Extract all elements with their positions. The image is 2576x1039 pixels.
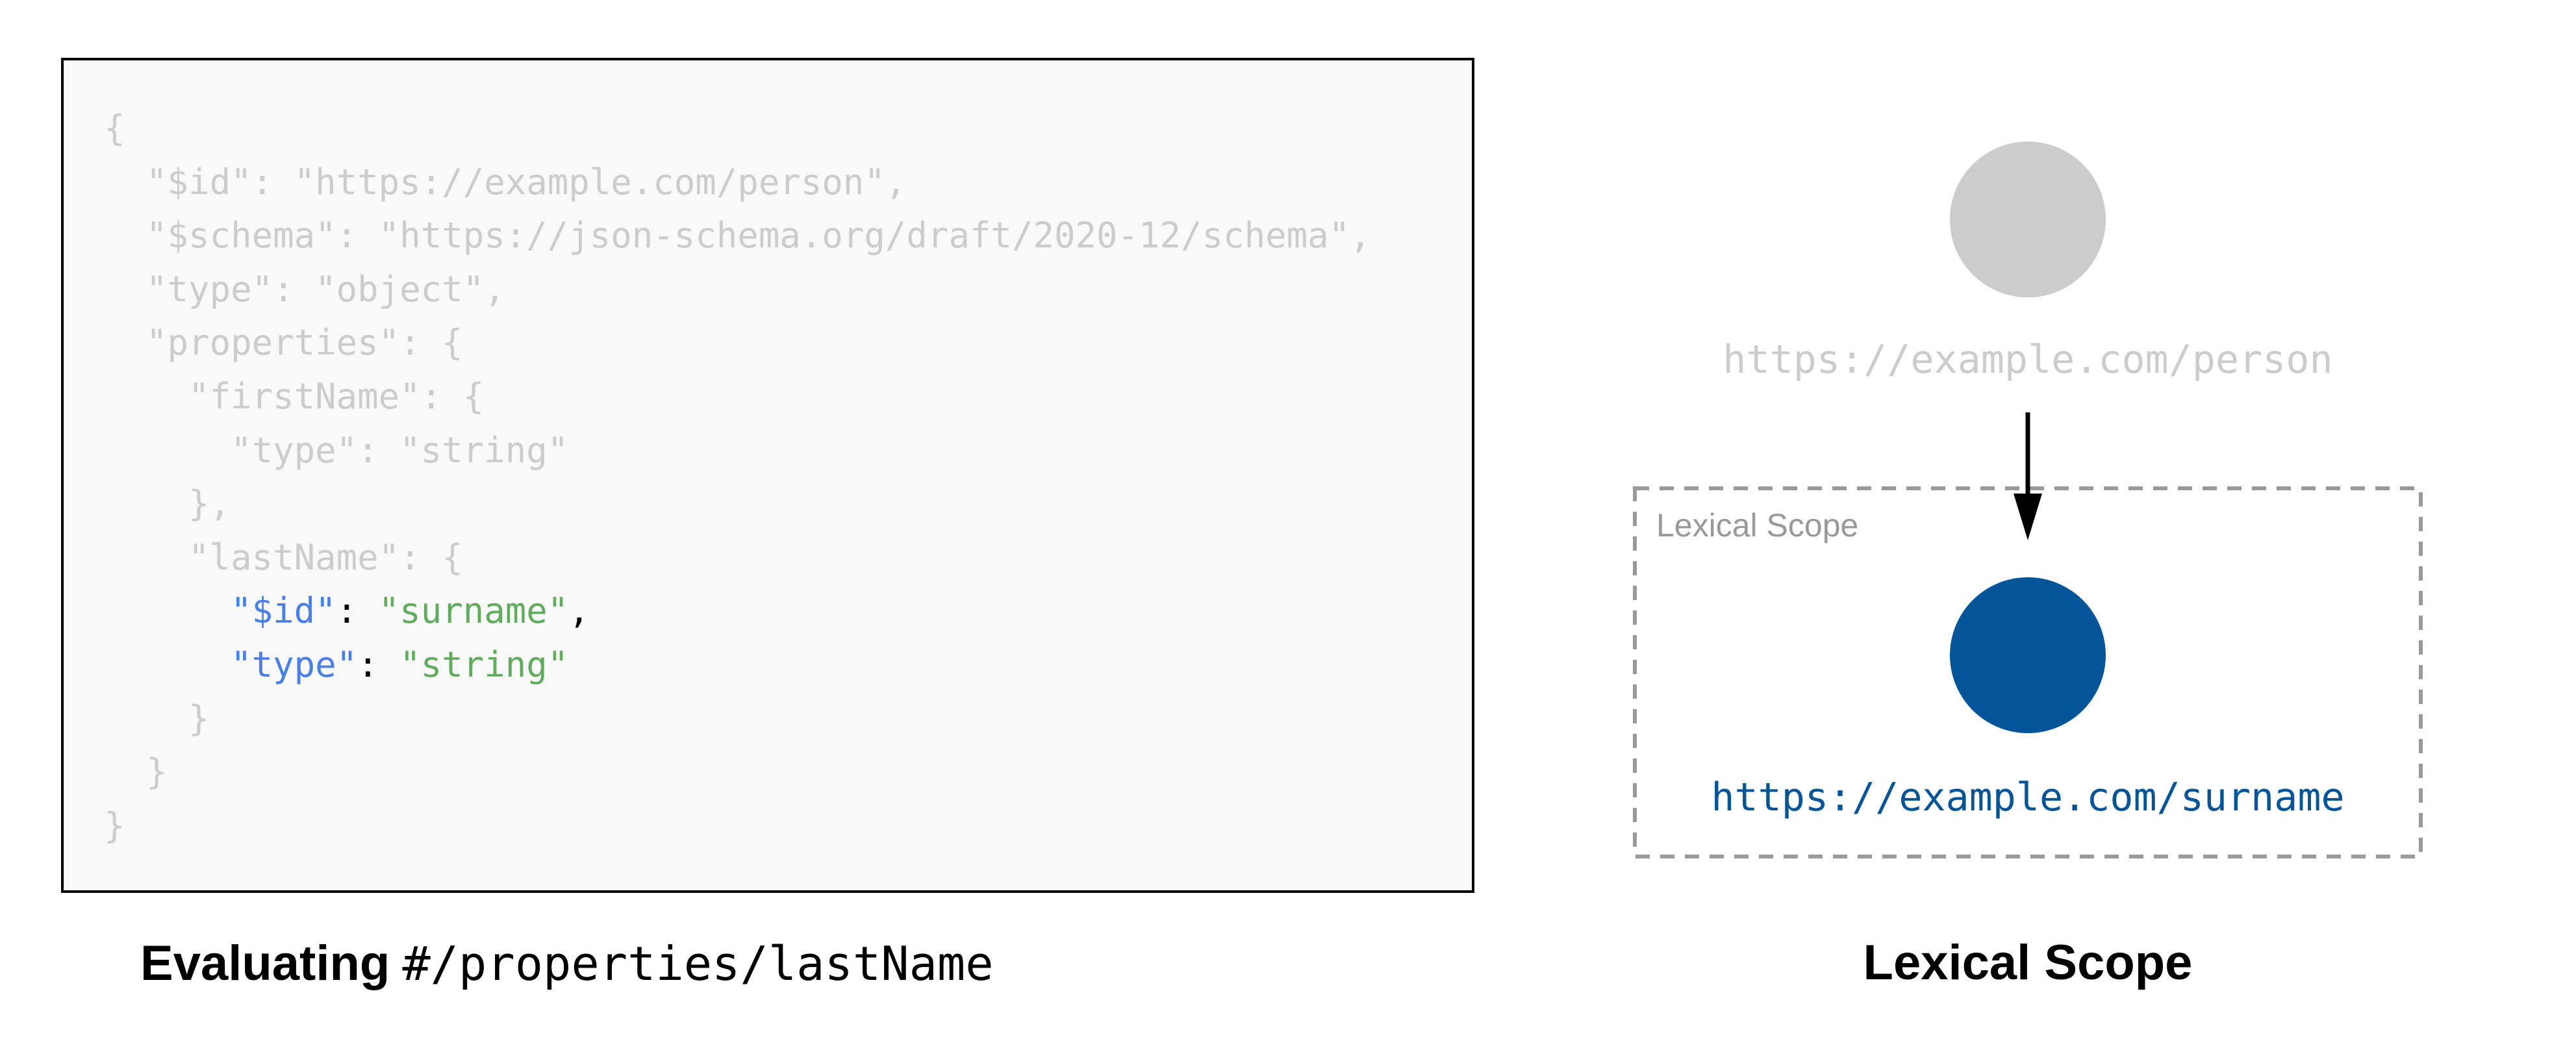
- code-token: }: [188, 697, 210, 739]
- code-token: "firstName": {: [188, 375, 485, 417]
- parent-uri: https://example.com/person: [1723, 337, 2332, 382]
- code-line: "$id": "https://example.com/person",: [104, 162, 906, 203]
- code-token: "$id": [231, 590, 336, 632]
- code-token: "type": "object",: [146, 268, 505, 310]
- code-line: }: [104, 698, 210, 739]
- code-line: }: [104, 805, 125, 846]
- code-line: {: [104, 108, 125, 149]
- code-token: "surname": [378, 590, 569, 632]
- lexical-scope-box: [1633, 486, 2423, 858]
- code-token: {: [104, 108, 125, 149]
- code-line: "firstName": {: [104, 376, 484, 417]
- json-schema-code-panel: { "$id": "https://example.com/person", "…: [61, 58, 1474, 893]
- code-line: "$id": "surname",: [104, 590, 590, 631]
- code-token: "type": [231, 644, 358, 685]
- evaluation-caption: Evaluating #/properties/lastName: [140, 935, 994, 992]
- diagram-title: Lexical Scope: [1863, 935, 2193, 990]
- code-token: }: [146, 751, 168, 793]
- code-listing: { "$id": "https://example.com/person", "…: [104, 102, 1371, 853]
- caption-label: Evaluating: [140, 936, 390, 991]
- code-line: }: [104, 751, 168, 792]
- code-token: "lastName": {: [188, 536, 463, 578]
- child-schema-node: [1950, 577, 2106, 733]
- code-token: },: [188, 483, 231, 525]
- code-token: }: [104, 805, 125, 846]
- scope-label: Lexical Scope: [1656, 507, 1858, 544]
- code-token: "$id": "https://example.com/person",: [146, 161, 907, 203]
- code-line: "type": "string": [104, 644, 568, 685]
- code-token: "type": "string": [231, 429, 569, 471]
- arrow-down-icon: [2014, 494, 2042, 540]
- code-line: "$schema": "https://json-schema.org/draf…: [104, 215, 1371, 256]
- json-pointer: #/properties/lastName: [402, 936, 994, 991]
- code-line: },: [104, 483, 231, 524]
- code-token: "properties": {: [146, 322, 463, 364]
- code-token: :: [336, 590, 379, 632]
- code-line: "type": "string": [104, 430, 568, 471]
- code-token: "string": [399, 644, 569, 685]
- code-token: ,: [568, 590, 590, 632]
- child-uri: https://example.com/surname: [1711, 775, 2344, 820]
- parent-schema-node: [1950, 142, 2106, 297]
- code-token: "$schema": "https://json-schema.org/draf…: [146, 215, 1371, 257]
- code-line: "properties": {: [104, 322, 463, 363]
- code-line: "type": "object",: [104, 269, 505, 310]
- code-line: "lastName": {: [104, 537, 463, 578]
- code-token: :: [357, 644, 400, 685]
